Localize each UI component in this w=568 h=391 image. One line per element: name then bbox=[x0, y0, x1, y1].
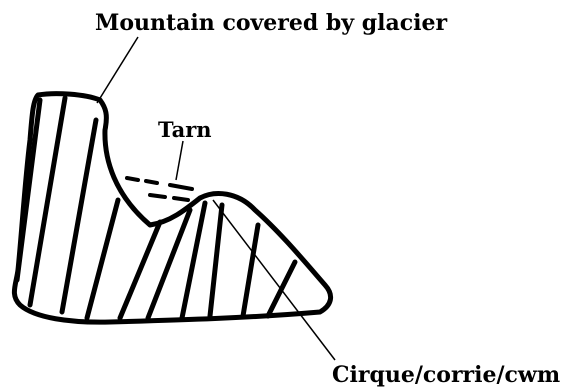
cirque-label: Cirque/corrie/cwm bbox=[332, 362, 560, 388]
hatch-line bbox=[210, 205, 222, 316]
mountain-label: Mountain covered by glacier bbox=[95, 10, 447, 36]
tarn-water bbox=[127, 178, 192, 200]
tarn-pointer bbox=[176, 141, 183, 180]
tarn-dash bbox=[174, 198, 188, 200]
mountain-pointer bbox=[97, 37, 138, 103]
tarn-dash bbox=[170, 185, 192, 189]
hatch-line bbox=[87, 200, 118, 318]
tarn-dash bbox=[146, 181, 157, 183]
tarn-dash bbox=[127, 178, 138, 180]
hatch-line bbox=[243, 225, 258, 316]
hatch-line bbox=[62, 120, 96, 312]
tarn-label: Tarn bbox=[158, 117, 212, 142]
cirque-pointer bbox=[213, 200, 335, 360]
tarn-dash bbox=[150, 195, 165, 197]
